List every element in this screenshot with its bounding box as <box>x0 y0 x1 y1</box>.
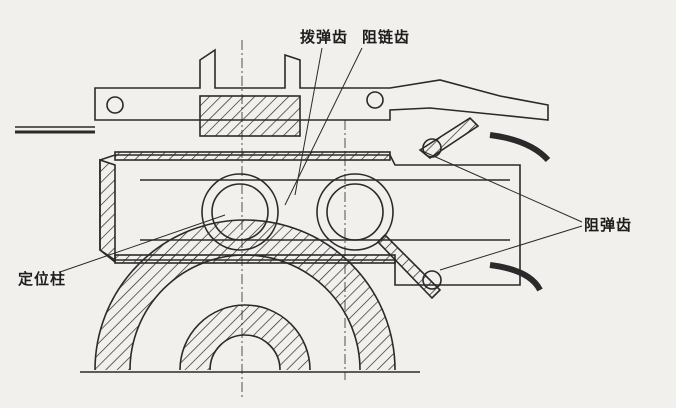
cartridge-left <box>201 173 279 251</box>
stop-lever-lower <box>376 233 442 300</box>
label-cartridge-stop-tooth: 阻弹齿 <box>584 216 633 234</box>
stop-lever-upper <box>418 116 480 159</box>
label-chain-stop-tooth: 阻链齿 <box>362 28 411 46</box>
main-body <box>99 151 521 286</box>
guide-lower <box>489 262 543 292</box>
label-locating-pin: 定位柱 <box>18 270 67 288</box>
top-housing <box>15 48 549 137</box>
cartridge-right <box>316 173 394 251</box>
label-feed-tooth: 拨弹齿 <box>300 28 349 46</box>
sprocket-wheel <box>80 219 420 373</box>
guide-upper <box>489 132 551 163</box>
